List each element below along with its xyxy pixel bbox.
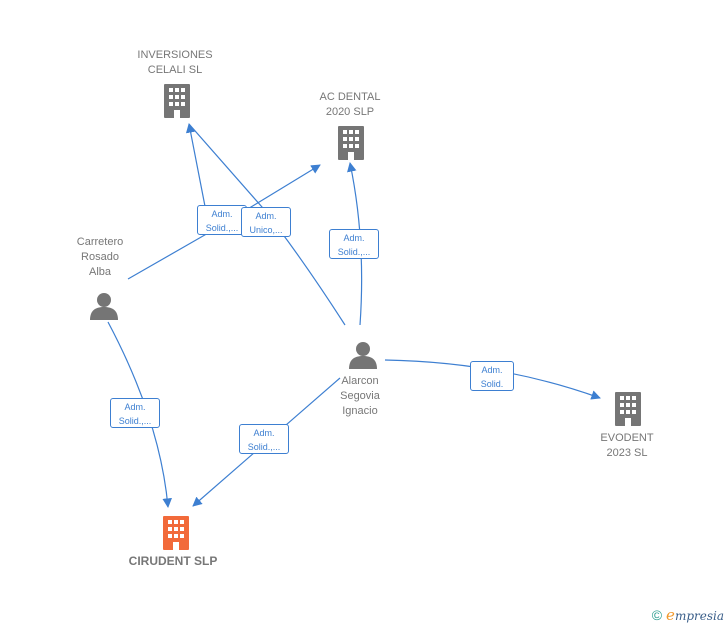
relation-role: Adm. (211, 209, 233, 219)
node-ac-dental[interactable]: AC DENTAL 2020 SLP (290, 90, 410, 120)
node-carretero-rosado-alba[interactable]: Carretero Rosado Alba (50, 235, 150, 280)
node-label: AC DENTAL 2020 SLP (319, 91, 381, 118)
node-label: Alarcon Segovia Ignacio (340, 375, 380, 417)
building-icon (163, 516, 189, 550)
relation-detail: Solid.,... (247, 442, 281, 452)
relation-detail: Solid.,... (337, 247, 371, 257)
node-label: Carretero Rosado Alba (76, 236, 124, 278)
relation-label[interactable]: Adm. Solid.,... (239, 424, 289, 454)
relation-role: Adm. (253, 428, 275, 438)
node-cirudent[interactable]: CIRUDENT SLP (103, 554, 243, 569)
building-icon (164, 84, 190, 118)
relation-role: Adm. (124, 402, 146, 412)
relation-label[interactable]: Adm. Solid.,... (197, 205, 247, 235)
relation-detail: Unico,... (249, 225, 283, 235)
node-alarcon-segovia-ignacio[interactable]: Alarcon Segovia Ignacio (310, 374, 410, 419)
relation-label[interactable]: Adm. Solid.,... (329, 229, 379, 259)
person-icon (90, 293, 118, 320)
copyright-icon: © (651, 607, 663, 623)
node-label: CIRUDENT SLP (128, 554, 218, 568)
relation-label[interactable]: Adm. Unico,... (241, 207, 291, 237)
relation-detail: Solid. (480, 379, 504, 389)
relation-label[interactable]: Adm. Solid. (470, 361, 514, 391)
relation-label[interactable]: Adm. Solid.,... (110, 398, 160, 428)
node-label: INVERSIONES CELALI SL (137, 49, 213, 76)
relation-detail: Solid.,... (118, 416, 152, 426)
relation-detail: Solid.,... (205, 223, 239, 233)
brand-name: mpresia (674, 609, 724, 623)
brand-logo[interactable]: empresia (666, 606, 724, 624)
building-icon (615, 392, 641, 426)
relation-role: Adm. (481, 365, 503, 375)
footer-credit: © empresia (652, 606, 724, 624)
relation-role: Adm. (255, 211, 277, 221)
person-icon (349, 342, 377, 369)
brand-initial: e (666, 606, 675, 624)
node-inversiones-celali[interactable]: INVERSIONES CELALI SL (115, 48, 235, 78)
relation-role: Adm. (343, 233, 365, 243)
node-label: EVODENT 2023 SL (600, 432, 654, 459)
node-evodent[interactable]: EVODENT 2023 SL (567, 431, 687, 461)
building-icon (338, 126, 364, 160)
